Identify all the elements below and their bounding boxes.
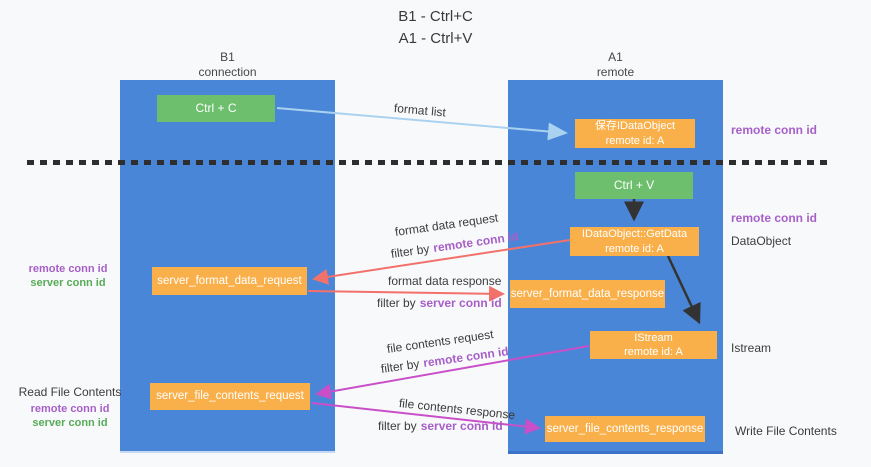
read-file-contents-label: Read File Contents	[18, 385, 122, 399]
title-line-2: A1 - Ctrl+V	[398, 29, 473, 47]
server-file-contents-request-box: server_file_contents_request	[150, 383, 310, 410]
server-file-contents-request-label: server_file_contents_request	[156, 390, 304, 403]
left-mid-server-conn-id: server conn id	[30, 276, 106, 289]
lifeline-b1-role: connection	[198, 65, 257, 79]
right-top-remote-conn-id: remote conn id	[731, 123, 818, 137]
lifeline-b1-name: B1	[220, 50, 235, 64]
getdata-line2: remote id: A	[605, 242, 664, 255]
diagram-title: B1 - Ctrl+C A1 - Ctrl+V	[0, 6, 871, 50]
left-mid-remote-conn-id: remote conn id	[28, 263, 108, 275]
lifeline-header-b1: B1 connection	[120, 50, 335, 80]
server-format-data-request-box: server_format_data_request	[152, 267, 307, 295]
server-file-contents-response-box: server_file_contents_response	[545, 416, 705, 442]
filter-by-text: filter by	[390, 241, 431, 261]
istream-line2: remote id: A	[624, 346, 683, 358]
dashed-separator	[27, 160, 830, 165]
istream-line1: IStream	[634, 331, 673, 344]
ctrl-c-label: Ctrl + C	[195, 100, 237, 115]
filter-by-text: filter by	[378, 419, 417, 433]
lifeline-a1-name: A1	[608, 50, 623, 64]
write-file-contents-label: Write File Contents	[735, 424, 837, 438]
server-format-data-response-box: server_format_data_response	[510, 280, 665, 308]
istream-box: IStream remote id: A	[590, 331, 717, 359]
filter-by-text: filter by	[377, 296, 416, 310]
dataobject-label: DataObject	[731, 234, 792, 248]
save-dataobject-line1: 保存IDataObject	[594, 120, 676, 133]
left-bottom-remote-conn-id: remote conn id	[30, 403, 110, 415]
read-file-contents-block: Read File Contents remote conn id server…	[18, 385, 122, 431]
server-file-contents-response-label: server_file_contents_response	[546, 422, 704, 435]
ctrl-v-box: Ctrl + V	[575, 172, 693, 199]
server-format-data-response-label: server_format_data_response	[510, 287, 665, 300]
remote-conn-id-text: remote conn id	[432, 229, 520, 255]
save-dataobject-line2: remote id: A	[605, 134, 665, 147]
server-conn-id-text: server conn id	[420, 419, 503, 433]
format-data-response-label: format data response	[388, 274, 502, 288]
lifeline-header-a1: A1 remote	[508, 50, 723, 80]
getdata-box: IDataObject::GetData remote id: A	[570, 227, 699, 256]
save-dataobject-box: 保存IDataObject remote id: A	[575, 119, 695, 148]
server-conn-id-text: server conn id	[419, 296, 502, 310]
ctrl-c-box: Ctrl + C	[157, 95, 275, 122]
istream-side-label: Istream	[731, 341, 772, 355]
server-format-data-request-label: server_format_data_request	[157, 274, 302, 287]
filter-by-text: filter by	[380, 356, 421, 376]
getdata-line1: IDataObject::GetData	[581, 228, 688, 241]
right-mid-remote-conn-id: remote conn id	[731, 211, 818, 225]
format-response-arrow	[307, 285, 505, 302]
ctrl-v-label: Ctrl + V	[613, 177, 655, 192]
left-bottom-server-conn-id: server conn id	[32, 416, 108, 429]
left-mid-conn-ids: remote conn id server conn id	[18, 263, 118, 291]
title-line-1: B1 - Ctrl+C	[398, 8, 473, 25]
lifeline-a1-role: remote	[596, 65, 635, 79]
format-list-label: format list	[393, 101, 447, 120]
